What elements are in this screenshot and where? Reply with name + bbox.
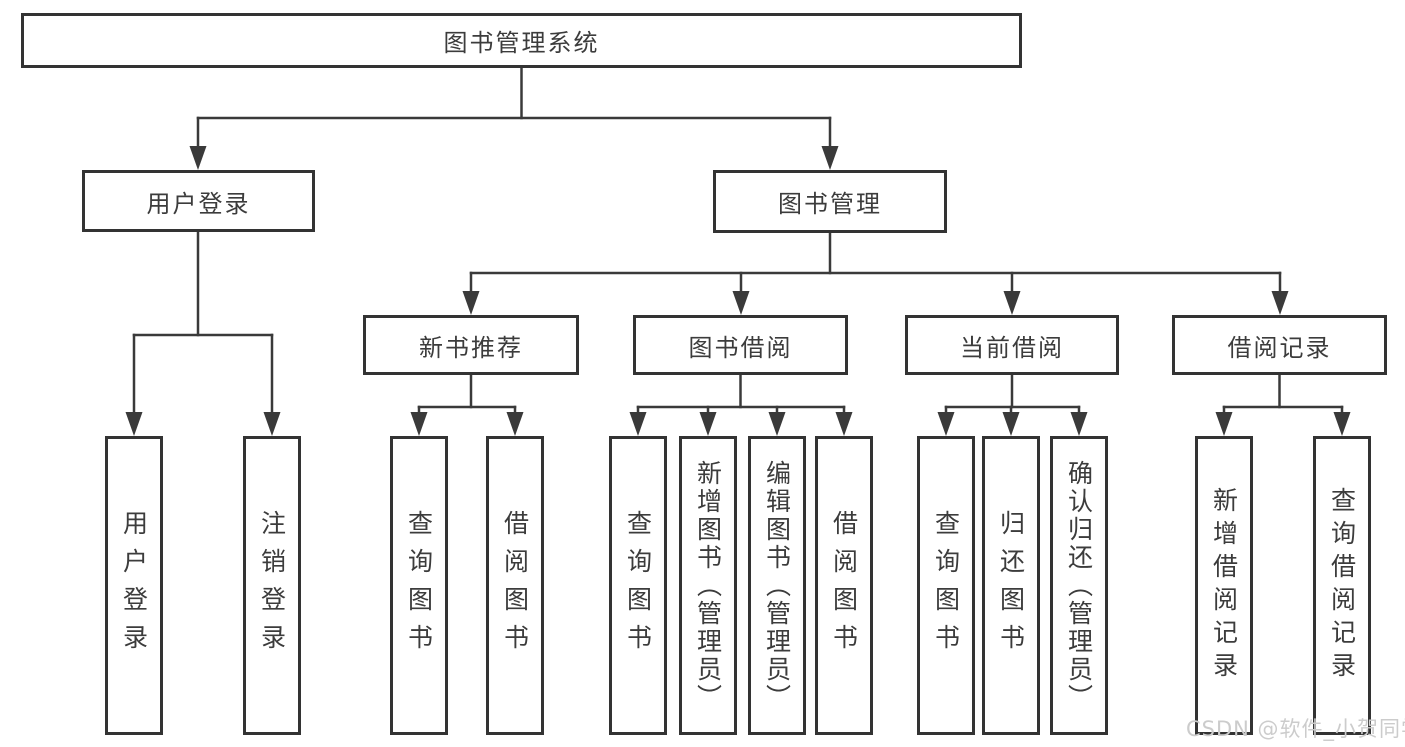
leaf-add-borrow-record: 新增借阅记录 [1195, 436, 1253, 735]
leaf-search-book-borrowing: 查询图书 [609, 436, 667, 735]
leaf-search-book-recommend: 查询图书 [390, 436, 448, 735]
leaf-user-login: 用户登录 [105, 436, 163, 735]
leaf-return-book: 归还图书 [982, 436, 1040, 735]
node-book-borrowing: 图书借阅 [633, 315, 848, 375]
node-root-system: 图书管理系统 [21, 13, 1022, 68]
leaf-logout: 注销登录 [243, 436, 301, 735]
node-book-management: 图书管理 [713, 170, 947, 233]
leaf-edit-book-admin: 编辑图书（管理员） [748, 436, 806, 735]
leaf-confirm-return-admin: 确认归还（管理员） [1050, 436, 1108, 735]
csdn-watermark: CSDN @软件_小贺同学 [1186, 717, 1405, 741]
leaf-search-borrow-record: 查询借阅记录 [1313, 436, 1371, 735]
leaf-search-book-current: 查询图书 [917, 436, 975, 735]
node-user-login: 用户登录 [82, 170, 315, 232]
leaf-borrow-book-recommend: 借阅图书 [486, 436, 544, 735]
node-current-borrowing: 当前借阅 [905, 315, 1119, 375]
leaf-borrow-book-borrowing: 借阅图书 [815, 436, 873, 735]
leaf-add-book-admin: 新增图书（管理员） [679, 436, 737, 735]
node-new-book-recommend: 新书推荐 [363, 315, 579, 375]
arrowheads [125, 146, 1351, 436]
node-borrowing-records: 借阅记录 [1172, 315, 1387, 375]
